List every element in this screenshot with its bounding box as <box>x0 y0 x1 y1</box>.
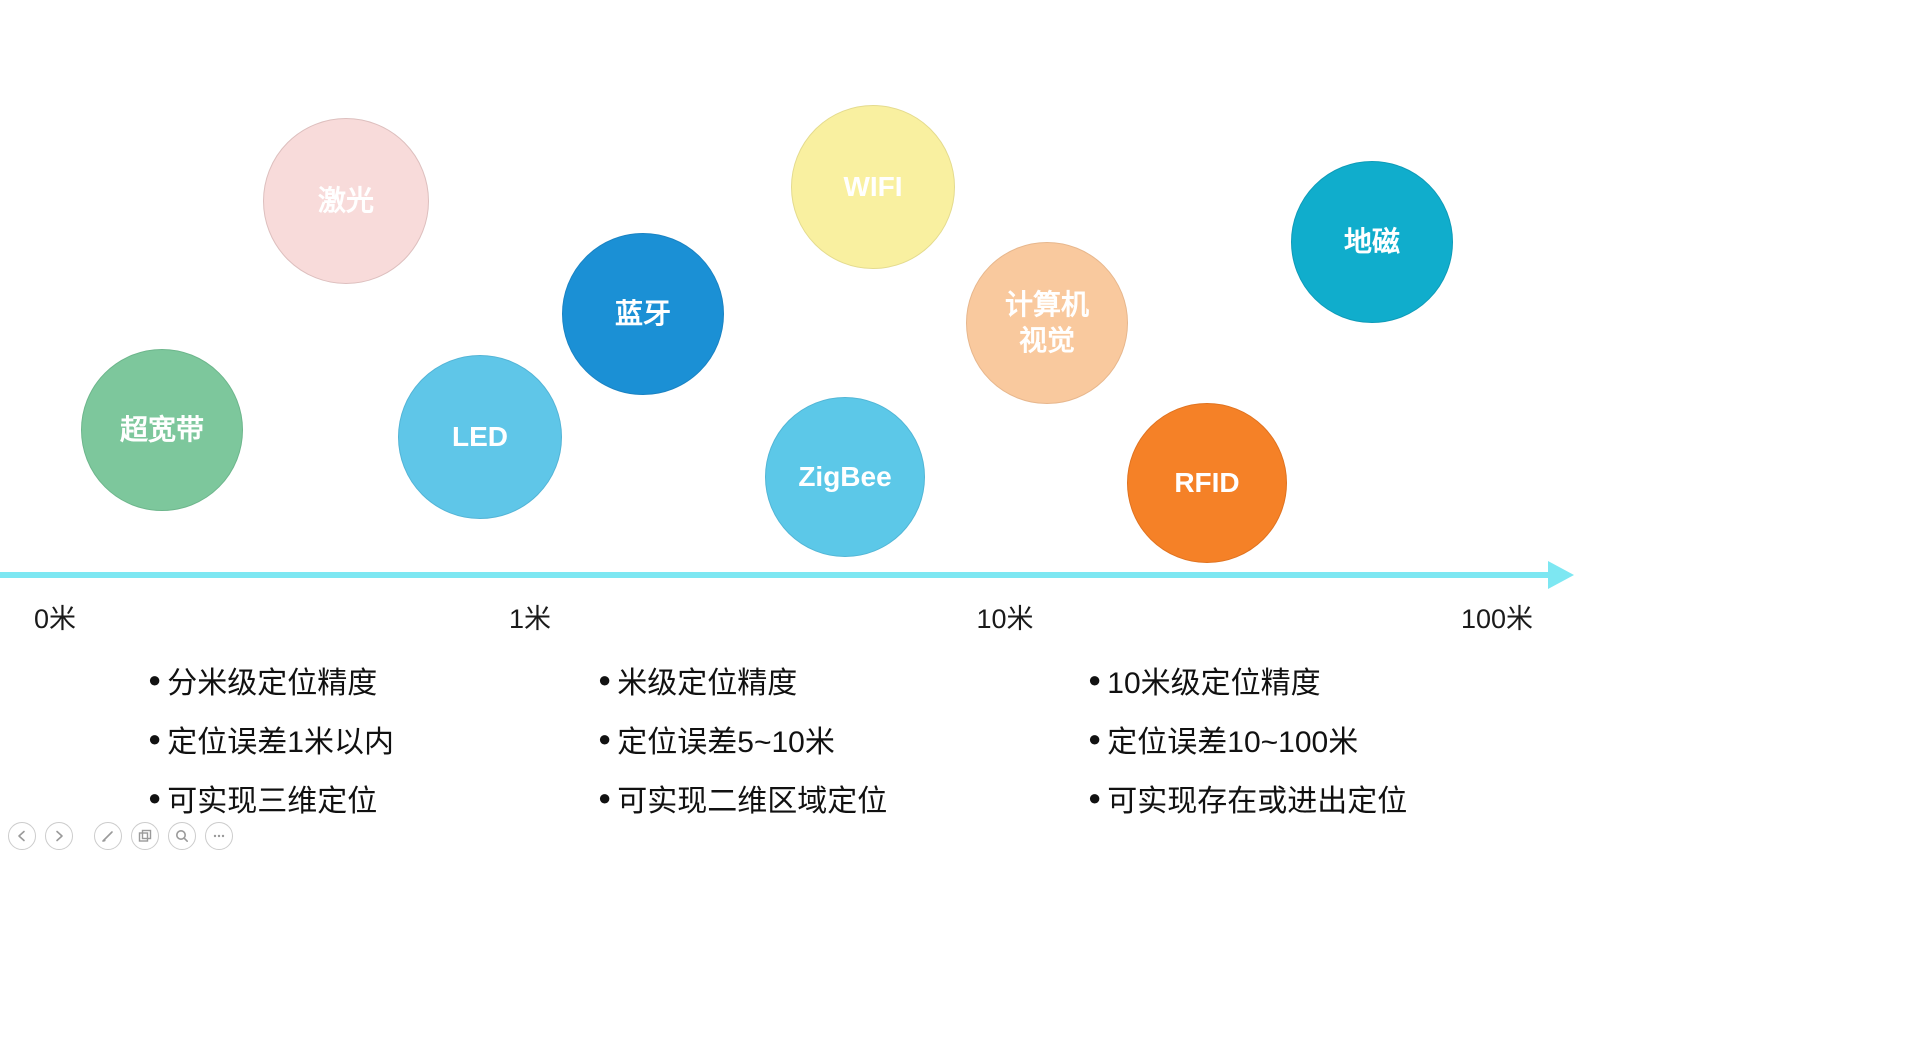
bubble-zigbee-label: ZigBee <box>798 460 892 492</box>
axis-tick-10m: 10米 <box>976 604 1034 634</box>
bubble-computer-vision: 计算机 视觉 <box>966 242 1128 404</box>
note-text: 定位误差5~10米 <box>617 725 835 759</box>
note-text: 可实现存在或进出定位 <box>1107 784 1408 818</box>
bubble-uwb-label: 超宽带 <box>119 413 204 445</box>
bubble-uwb: 超宽带 <box>81 349 243 511</box>
note-column-meter: ● 米级定位精度 ● 定位误差5~10米 ● 可实现二维区域定位 <box>598 650 887 827</box>
note-line: ● 定位误差1米以内 <box>148 709 394 768</box>
bubble-rfid-label: RFID <box>1174 466 1240 498</box>
note-text: 分米级定位精度 <box>167 666 378 700</box>
more-options-button[interactable] <box>205 822 233 850</box>
bullet-icon: ● <box>1088 725 1102 751</box>
note-text: 米级定位精度 <box>617 666 798 700</box>
note-line: ● 定位误差5~10米 <box>598 709 887 768</box>
axis-arrowhead-icon <box>1548 561 1574 589</box>
slides-icon <box>137 828 153 844</box>
bullet-icon: ● <box>148 725 162 751</box>
axis-tick-1m: 1米 <box>508 604 552 634</box>
pen-tool-button[interactable] <box>94 822 122 850</box>
note-text: 定位误差1米以内 <box>167 725 394 759</box>
note-line: ● 分米级定位精度 <box>148 650 394 709</box>
bubble-led: LED <box>398 355 562 519</box>
note-text: 可实现三维定位 <box>167 784 378 818</box>
next-slide-button[interactable] <box>45 822 73 850</box>
bubble-bluetooth: 蓝牙 <box>562 233 724 395</box>
ellipsis-icon <box>211 828 227 844</box>
previous-slide-button[interactable] <box>8 822 36 850</box>
axis-tick-0m: 0米 <box>33 604 77 634</box>
note-line: ● 10米级定位精度 <box>1088 650 1407 709</box>
bubble-geomagnetic: 地磁 <box>1291 161 1453 323</box>
bubble-led-label: LED <box>452 420 508 452</box>
note-line: ● 可实现二维区域定位 <box>598 768 887 827</box>
note-text: 定位误差10~100米 <box>1107 725 1359 759</box>
note-line: ● 可实现三维定位 <box>148 768 394 827</box>
bubble-laser: 激光 <box>263 118 429 284</box>
note-line: ● 米级定位精度 <box>598 650 887 709</box>
axis-line <box>0 572 1548 578</box>
chevron-right-icon <box>51 828 67 844</box>
bullet-icon: ● <box>1088 666 1102 692</box>
zoom-button[interactable] <box>168 822 196 850</box>
chevron-left-icon <box>14 828 30 844</box>
presentation-toolbar <box>8 822 242 850</box>
bullet-icon: ● <box>1088 784 1102 810</box>
bubble-bluetooth-label: 蓝牙 <box>614 297 671 329</box>
bubble-rfid: RFID <box>1127 403 1287 563</box>
bullet-icon: ● <box>598 784 612 810</box>
bullet-icon: ● <box>148 784 162 810</box>
bubble-laser-label: 激光 <box>317 184 374 216</box>
bullet-icon: ● <box>598 725 612 751</box>
note-text: 10米级定位精度 <box>1107 666 1321 700</box>
bubble-wifi: WIFI <box>791 105 955 269</box>
bullet-icon: ● <box>148 666 162 692</box>
note-line: ● 可实现存在或进出定位 <box>1088 768 1407 827</box>
bubble-wifi-label: WIFI <box>843 170 903 202</box>
bubble-zigbee: ZigBee <box>765 397 925 557</box>
note-line: ● 定位误差10~100米 <box>1088 709 1407 768</box>
axis-tick-100m: 100米 <box>1460 604 1534 634</box>
magnifier-icon <box>174 828 190 844</box>
pen-icon <box>100 828 116 844</box>
note-column-decimeter: ● 分米级定位精度 ● 定位误差1米以内 ● 可实现三维定位 <box>148 650 394 827</box>
bullet-icon: ● <box>598 666 612 692</box>
note-text: 可实现二维区域定位 <box>617 784 888 818</box>
slide-panel-button[interactable] <box>131 822 159 850</box>
bubble-computer-vision-label: 计算机 视觉 <box>1004 288 1089 356</box>
bubble-geomagnetic-label: 地磁 <box>1343 225 1400 257</box>
note-column-ten-meter: ● 10米级定位精度 ● 定位误差10~100米 ● 可实现存在或进出定位 <box>1088 650 1407 827</box>
